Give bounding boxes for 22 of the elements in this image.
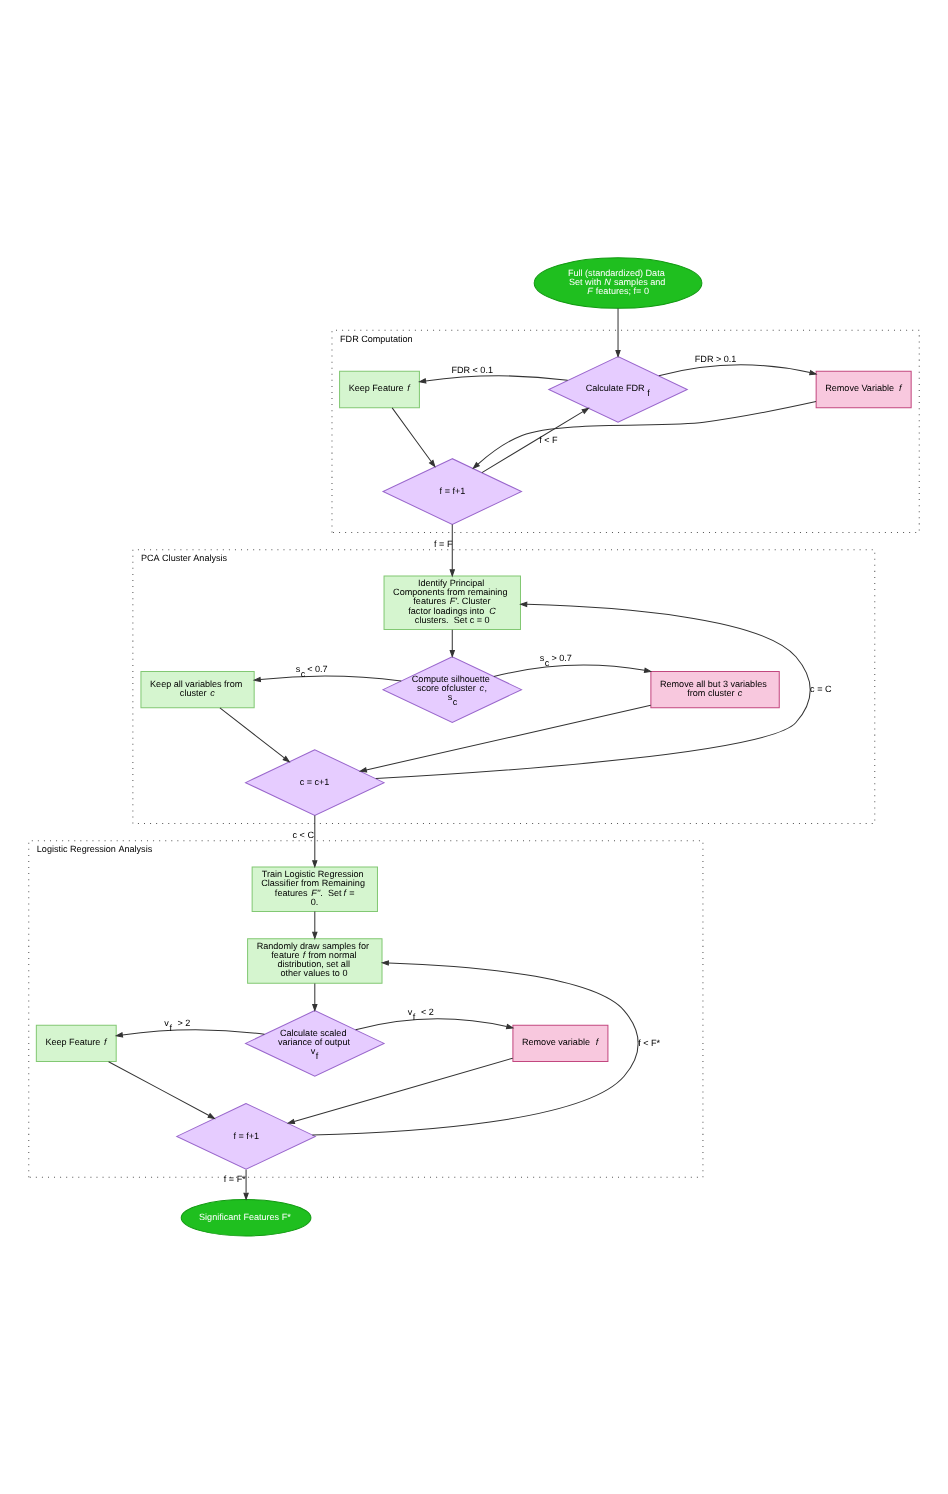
- arrow: [286, 1057, 514, 1125]
- arrow: [252, 675, 402, 683]
- arrow: [481, 407, 590, 474]
- arrow: [311, 983, 318, 1013]
- arrow: [375, 601, 811, 780]
- arrow: [243, 1169, 249, 1201]
- arrow: [418, 375, 569, 384]
- arrow: [472, 401, 817, 470]
- arrow: [358, 704, 652, 773]
- arrow: [493, 664, 653, 678]
- arrow: [355, 1018, 515, 1031]
- arrow: [114, 1029, 265, 1038]
- arrow: [311, 960, 639, 1136]
- arrow: [449, 629, 456, 659]
- arrow: [658, 364, 818, 377]
- arrow: [311, 815, 318, 869]
- arrow: [615, 307, 621, 358]
- arrow: [391, 407, 436, 468]
- arrow: [311, 911, 318, 940]
- arrow: [108, 1061, 216, 1120]
- arrow: [449, 523, 456, 578]
- arrow: [219, 707, 291, 763]
